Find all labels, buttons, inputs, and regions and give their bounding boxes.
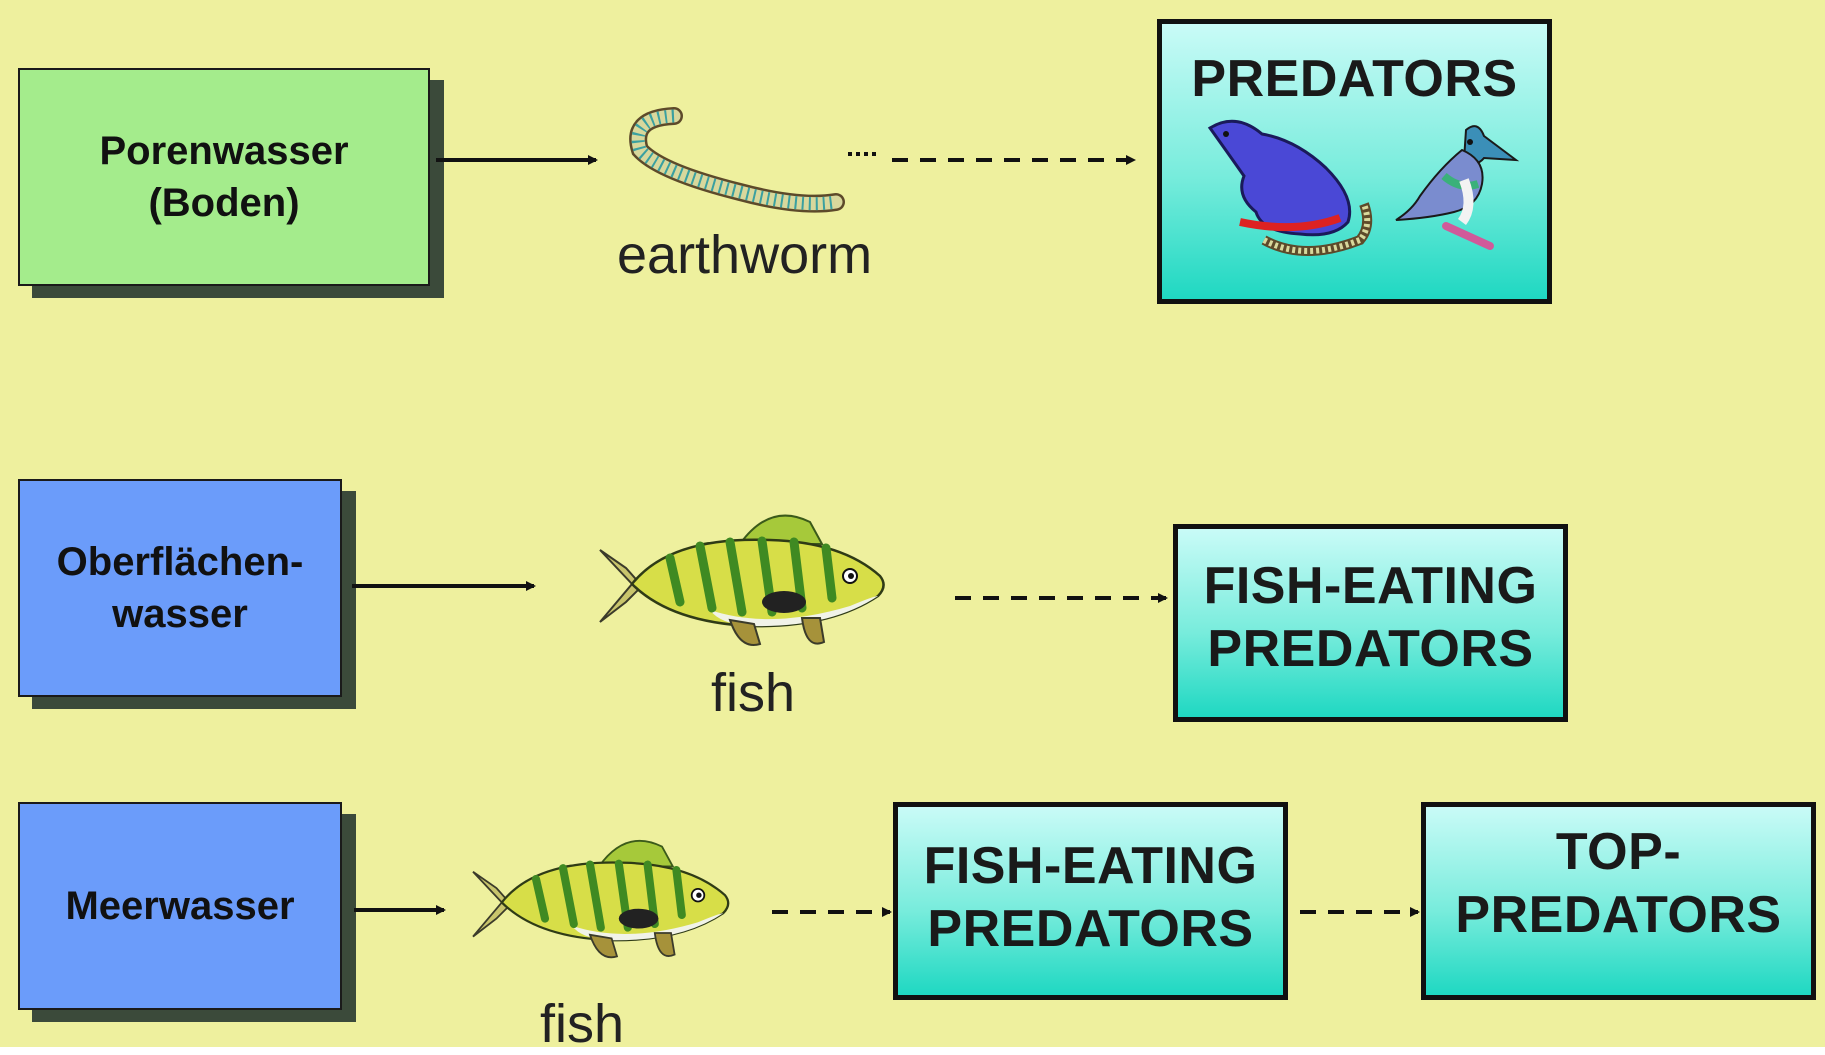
- earthworm-icon: [638, 116, 836, 204]
- kingfisher-icon: [1396, 126, 1516, 246]
- fish-icon: [600, 516, 884, 645]
- mole-icon: [1210, 121, 1367, 251]
- fish-icon-2: [473, 841, 728, 958]
